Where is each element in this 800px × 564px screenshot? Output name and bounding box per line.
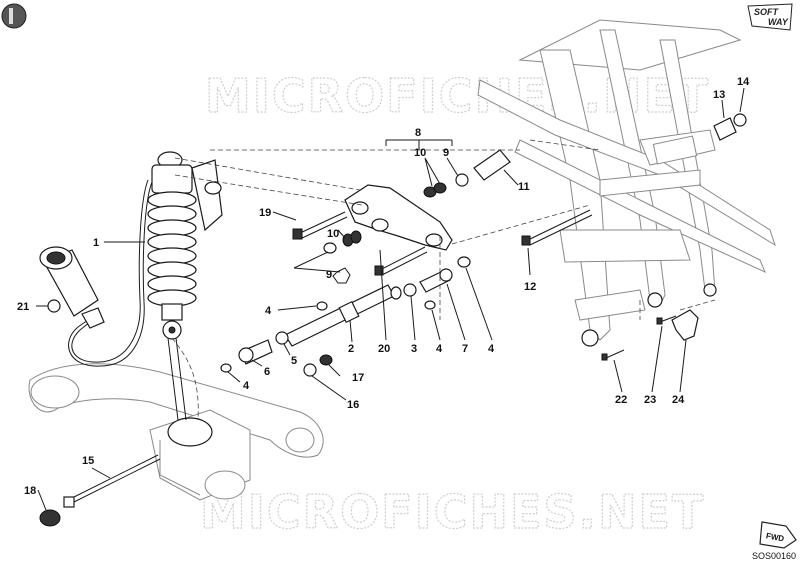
callout-4b: 4 [436,343,443,355]
assembly-guides [171,139,716,421]
callout-4c: 4 [488,343,495,355]
logo-line2: WAY [768,17,789,27]
callout-10-upper: 10 [414,147,426,159]
callout-5: 5 [291,355,297,367]
shock-spring [147,191,197,307]
swingarm [28,363,324,501]
watermark-bottom: MICROFICHES.NET [200,485,705,539]
callout-7: 7 [462,343,468,355]
callout-21: 21 [17,301,29,313]
callout-16: 16 [347,399,359,411]
callout-13: 13 [713,89,725,101]
rocker-link [344,184,453,251]
callout-4a: 4 [265,305,272,317]
callout-24: 24 [672,394,685,406]
softway-logo: SOFT WAY [747,3,793,31]
shock-absorber [39,151,223,421]
fwd-label: FWD [765,531,785,543]
logo-line1: SOFT [754,7,780,17]
callout-8: 8 [415,127,421,139]
diagram-code: SOS00160 [752,551,796,561]
callout-4d: 4 [243,380,250,392]
callout-12: 12 [524,281,536,293]
callout-14: 14 [737,76,750,88]
fwd-arrow-icon: FWD [759,521,797,549]
remote-reservoir [39,246,105,329]
callout-19: 19 [259,207,271,219]
callout-10-lower: 10 [327,228,339,240]
callout-15: 15 [82,455,94,467]
callout-11: 11 [518,181,530,193]
callout-9-lower: 9 [326,269,332,281]
callout-18: 18 [24,485,36,497]
callout-9-upper: 9 [443,147,449,159]
callout-23: 23 [644,394,656,406]
callout-3: 3 [411,343,417,355]
callout-20: 20 [378,343,390,355]
watermark-top: MICROFICHES.NET [205,69,710,123]
callout-2: 2 [348,343,354,355]
hex-marker-icon [332,267,351,284]
frame-assembly [477,19,776,347]
callout-1: 1 [93,237,99,249]
callout-6: 6 [264,366,270,378]
corner-badge-icon [1,3,27,29]
link-rod [284,284,395,347]
callout-22: 22 [615,394,627,406]
leader-lines [36,87,745,511]
callout-labels: 1 2 3 4 4 4 4 5 6 7 8 9 9 10 10 11 12 13… [17,76,750,497]
callout-17: 17 [352,372,364,384]
hardware-parts [39,113,747,527]
